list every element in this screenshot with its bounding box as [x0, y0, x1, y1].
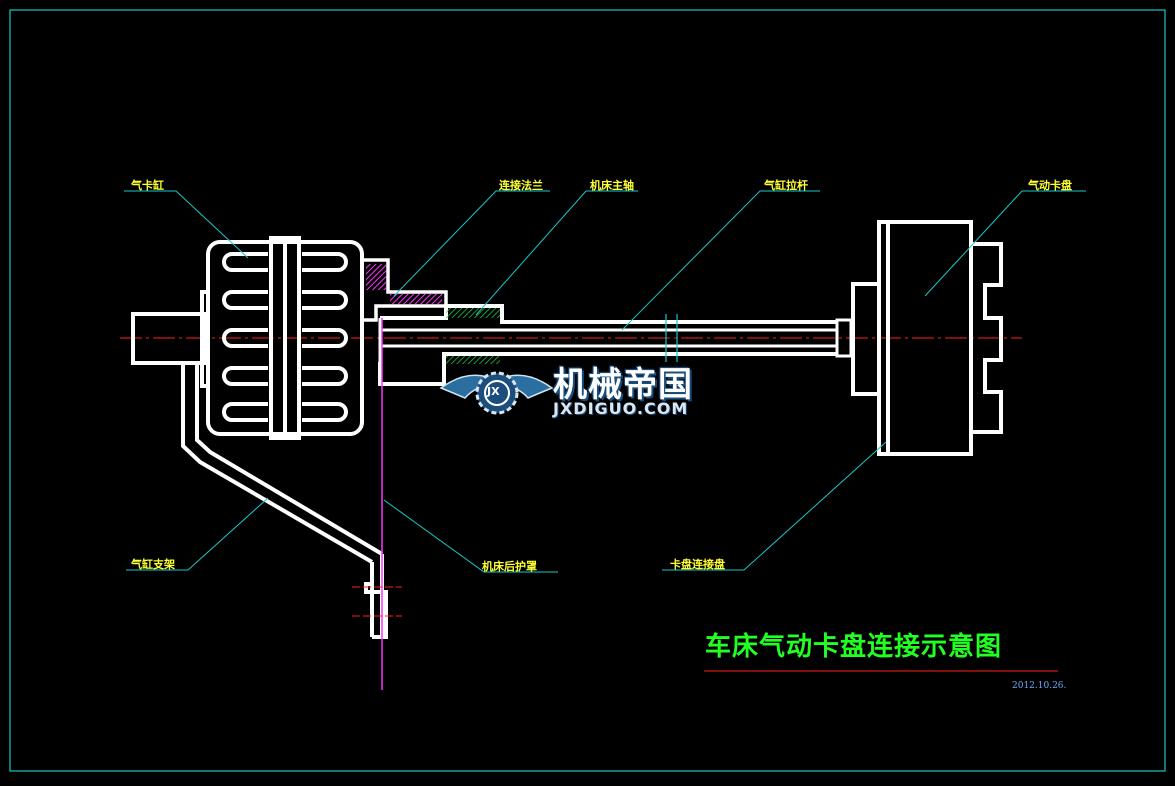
watermark-badge-text: JX [487, 385, 500, 398]
spindle-upper [380, 304, 838, 324]
drawing-date: 2012.10.26. [1012, 681, 1067, 691]
label-cylinder-bracket: 气缸支架 [131, 558, 175, 571]
watermark-en: JXDIGUO.COM [553, 399, 689, 418]
label-machine-spindle: 机床主轴 [590, 179, 634, 192]
spindle-lower [378, 352, 838, 386]
cylinder-ribs [200, 252, 348, 422]
leader-lines [124, 190, 1086, 672]
label-chuck-plate: 卡盘连接盘 [670, 558, 725, 571]
label-pull-rod: 气缸拉杆 [764, 179, 808, 192]
pneumatic-chuck [877, 220, 1003, 456]
label-pneumatic-chuck: 气动卡盘 [1028, 179, 1072, 192]
drawing-title: 车床气动卡盘连接示意图 [705, 632, 1003, 662]
spindle-hatch-bottom [446, 356, 500, 364]
cylinder-rear-hub [131, 312, 207, 365]
chuck-adapter-plate [851, 282, 881, 396]
spindle-hatch-top [446, 308, 500, 318]
drawing-frame [9, 9, 1166, 772]
label-air-cylinder: 气卡缸 [131, 179, 164, 192]
label-rear-guard: 机床后护罩 [482, 560, 537, 573]
label-connecting-flange: 连接法兰 [499, 179, 543, 192]
watermark-cn: 机械帝国 [553, 365, 693, 405]
connecting-flange [360, 258, 448, 322]
watermark-logo [439, 371, 554, 415]
